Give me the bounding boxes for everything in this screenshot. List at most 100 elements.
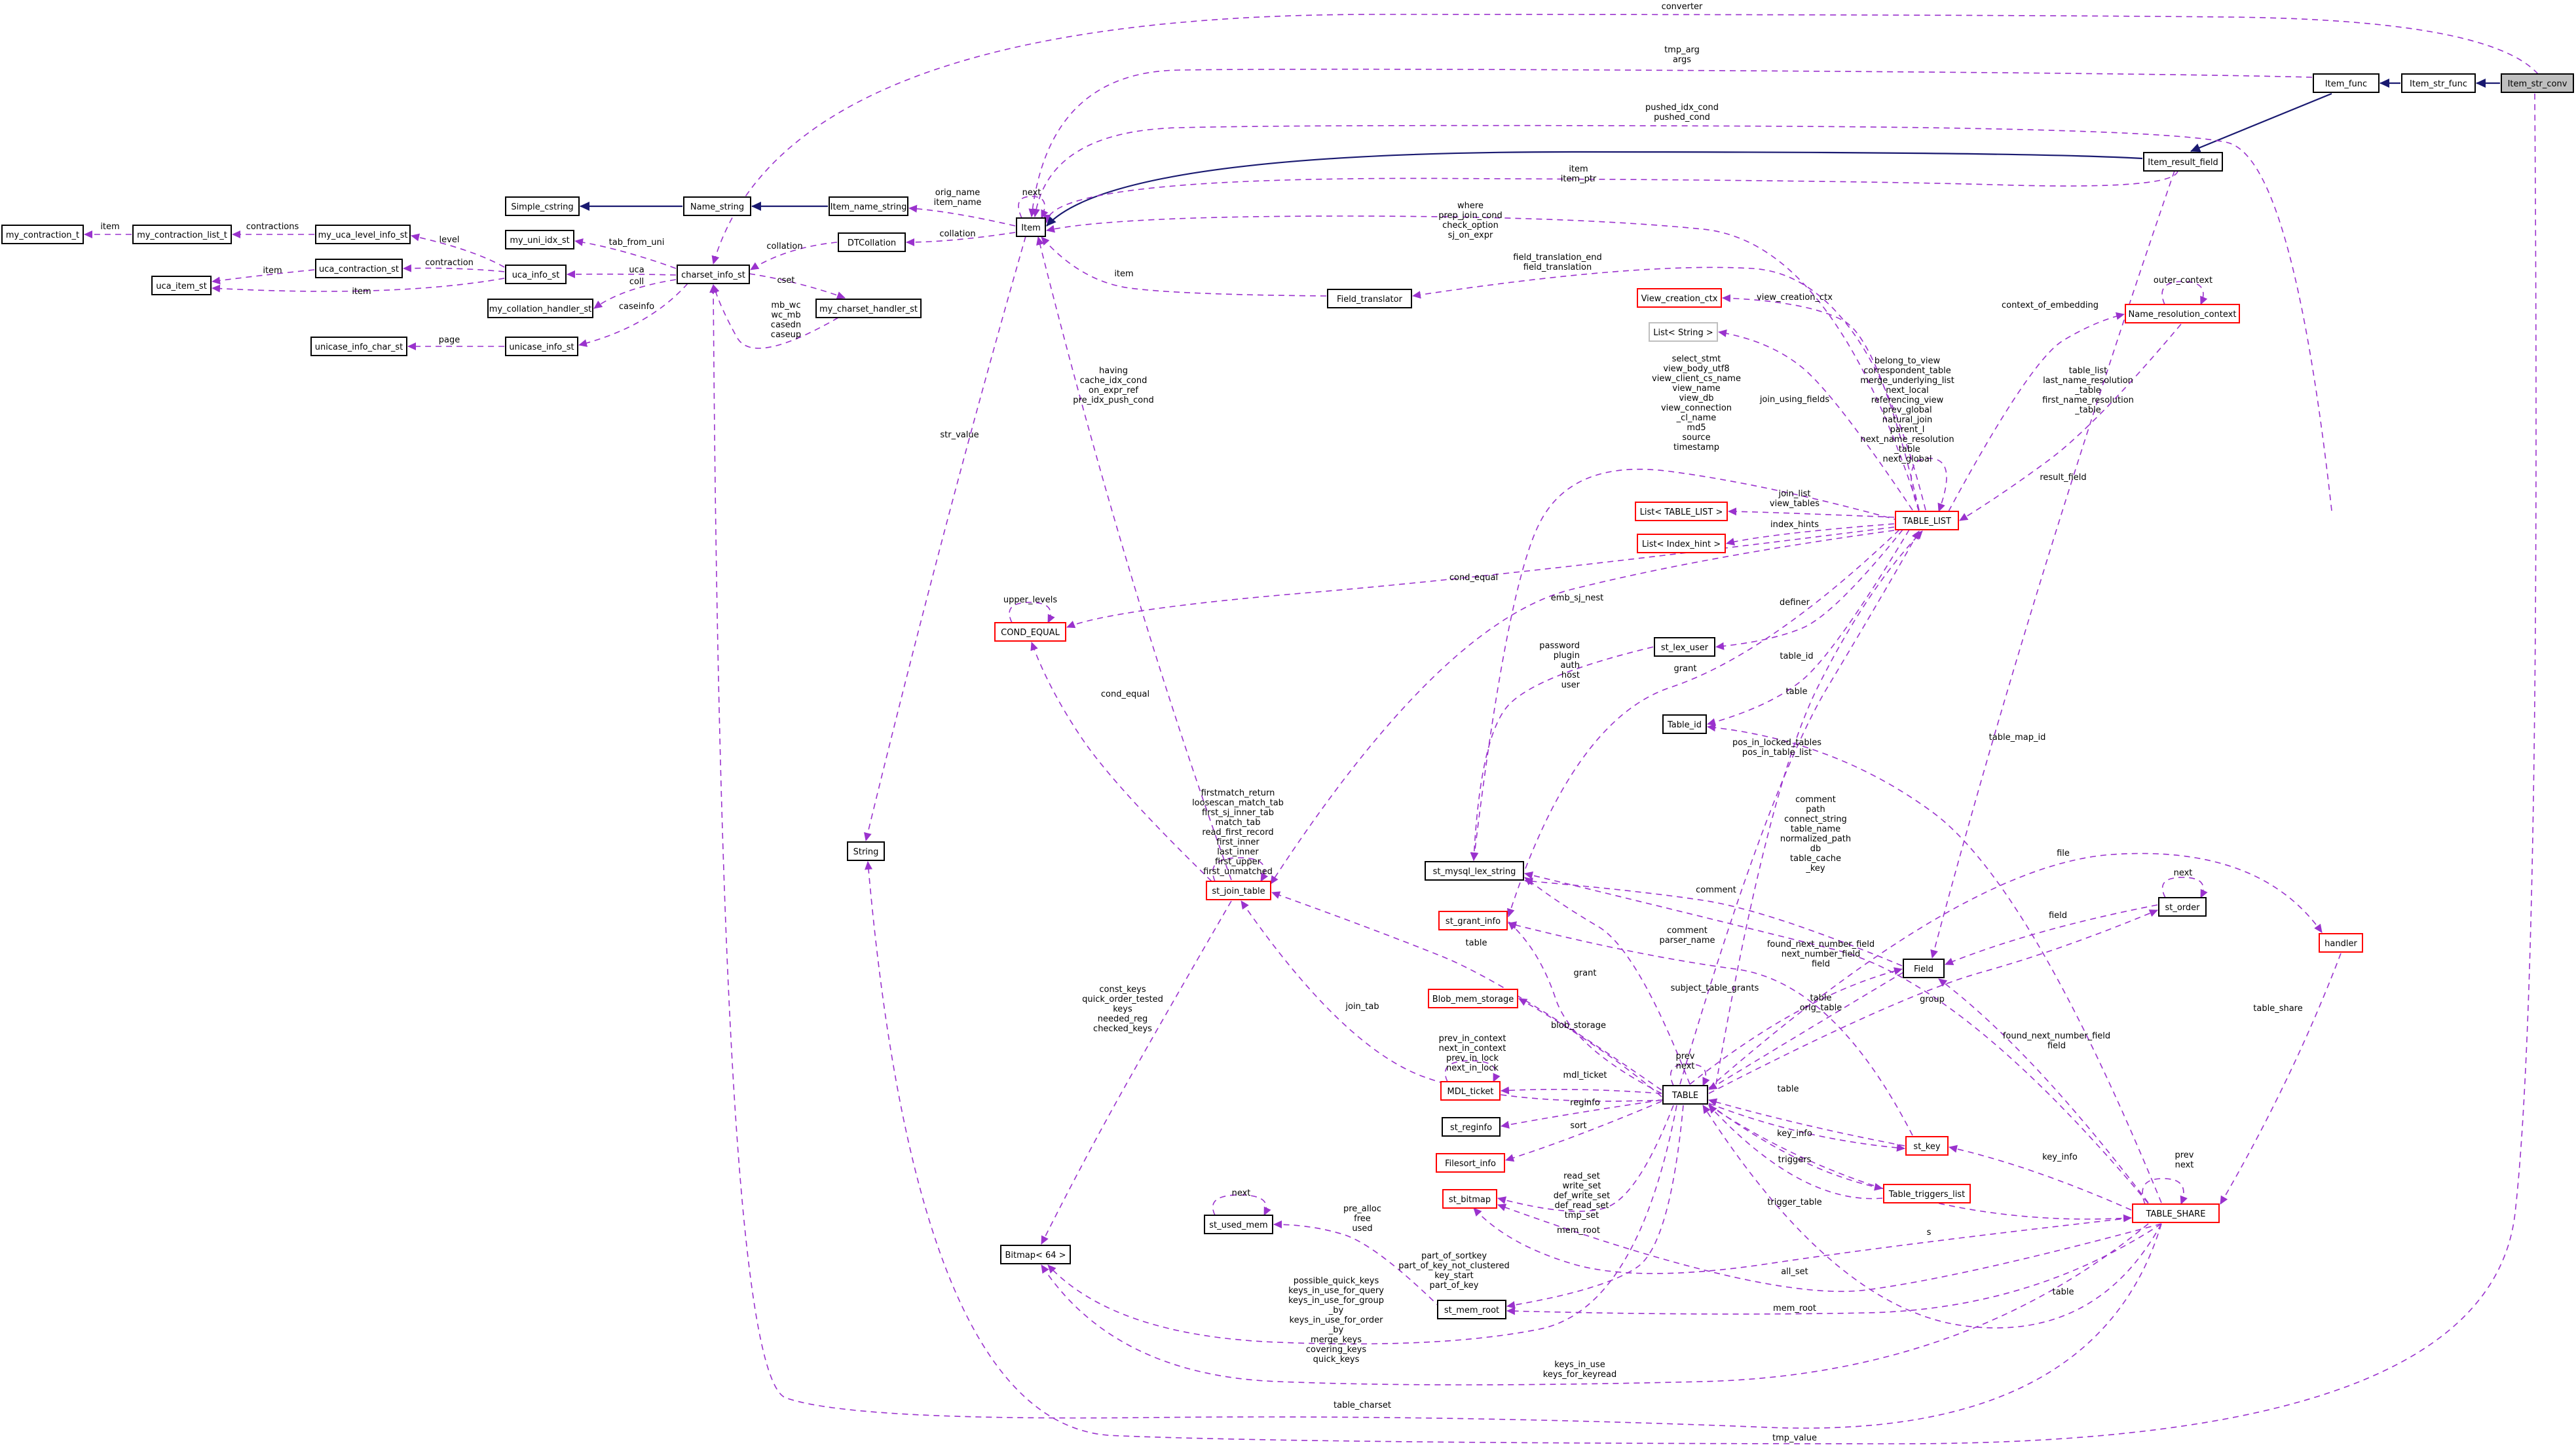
class-box xyxy=(1635,502,1728,521)
class-node-st-mem-root[interactable]: st_mem_root xyxy=(1437,1300,1506,1319)
class-node-table-id[interactable]: Table_id xyxy=(1662,714,1707,734)
class-node-my-charset-handler-st[interactable]: my_charset_handler_st xyxy=(815,299,922,318)
edge-label-all-set: all_set xyxy=(1781,1267,1808,1277)
class-node-st-order[interactable]: st_order xyxy=(2158,897,2207,917)
usage-edge-coll xyxy=(593,279,677,309)
class-node-item-func[interactable]: Item_func xyxy=(2313,73,2380,93)
class-node-my-contraction-t[interactable]: my_contraction_t xyxy=(1,225,84,244)
class-node-my-uca-level-info-st[interactable]: my_uca_level_info_st xyxy=(315,225,411,244)
class-label: st_used_mem xyxy=(1209,1220,1267,1230)
class-box xyxy=(1428,989,1518,1008)
edge-label-cset: cset xyxy=(777,276,794,285)
class-node-st-mysql-lex-string[interactable]: st_mysql_lex_string xyxy=(1425,861,1524,881)
usage-edge-key-info-t xyxy=(1708,1103,1905,1152)
class-node-cond-equal[interactable]: COND_EQUAL xyxy=(994,622,1066,642)
edge-label-cond-equal-jt: cond_equal xyxy=(1101,689,1149,699)
class-label: st_grant_info xyxy=(1446,917,1501,926)
class-node-st-key[interactable]: st_key xyxy=(1905,1136,1949,1156)
class-node-st-bitmap[interactable]: st_bitmap xyxy=(1442,1189,1497,1209)
class-label: Bitmap< 64 > xyxy=(1005,1251,1066,1260)
class-node-list-table-list[interactable]: List< TABLE_LIST > xyxy=(1635,502,1728,521)
class-node-st-reginfo[interactable]: st_reginfo xyxy=(1442,1117,1501,1137)
class-node-simple-cstring[interactable]: Simple_cstring xyxy=(505,196,580,216)
class-node-bitmap-64[interactable]: Bitmap< 64 > xyxy=(1000,1245,1071,1264)
class-node-table-triggers-list[interactable]: Table_triggers_list xyxy=(1883,1184,1971,1203)
class-box xyxy=(1,225,84,244)
usage-edge-mem-root-t xyxy=(1506,1105,1684,1309)
edge-label-mem-root-s: mem_root xyxy=(1773,1304,1816,1313)
class-node-uca-info-st[interactable]: uca_info_st xyxy=(505,265,567,284)
class-node-unicase-info-st[interactable]: unicase_info_st xyxy=(505,337,578,356)
class-node-dtcollation[interactable]: DTCollation xyxy=(838,232,906,252)
class-node-list-string[interactable]: List< String > xyxy=(1649,322,1718,342)
edge-label-level: level xyxy=(439,235,460,245)
class-box xyxy=(1662,1085,1708,1105)
class-node-item-result-field[interactable]: Item_result_field xyxy=(2143,152,2223,172)
usage-edge-read-set xyxy=(1497,1105,1674,1212)
class-label: COND_EQUAL xyxy=(1001,628,1060,638)
class-node-name-string[interactable]: Name_string xyxy=(683,196,751,216)
usage-edge-table-s xyxy=(1702,1105,2162,1329)
class-node-field[interactable]: Field xyxy=(1903,959,1945,978)
usage-edge-grant-table xyxy=(1508,921,1662,1094)
class-node-uca-contraction-st[interactable]: uca_contraction_st xyxy=(315,259,403,278)
usage-edge-upper-levels xyxy=(1009,602,1055,623)
class-label: st_order xyxy=(2165,903,2200,913)
class-node-st-grant-info[interactable]: st_grant_info xyxy=(1438,911,1508,930)
class-box xyxy=(1425,861,1524,881)
class-label: st_join_table xyxy=(1212,887,1265,896)
class-label: Blob_mem_storage xyxy=(1432,995,1514,1004)
class-node-item-str-conv[interactable]: Item_str_conv xyxy=(2501,73,2574,93)
class-node-item-str-func[interactable]: Item_str_func xyxy=(2401,73,2476,93)
class-label: Table_id xyxy=(1667,720,1702,730)
class-node-blob-mem-storage[interactable]: Blob_mem_storage xyxy=(1428,989,1518,1008)
usage-edge-tab-from-uni xyxy=(574,238,677,269)
class-node-st-lex-user[interactable]: st_lex_user xyxy=(1654,637,1715,657)
class-node-string[interactable]: String xyxy=(847,841,885,861)
class-label: unicase_info_char_st xyxy=(315,342,403,352)
edge-label-caseinfo: caseinfo xyxy=(619,302,654,312)
class-node-handler[interactable]: handler xyxy=(2319,933,2363,953)
class-node-st-join-table[interactable]: st_join_table xyxy=(1206,881,1271,900)
edge-label-table-share-h: table_share xyxy=(2253,1004,2302,1014)
class-node-my-collation-handler-st[interactable]: my_collation_handler_st xyxy=(487,299,593,318)
class-node-unicase-info-char-st[interactable]: unicase_info_char_st xyxy=(310,337,407,356)
class-node-charset-info-st[interactable]: charset_info_st xyxy=(677,265,750,284)
class-node-table-share[interactable]: TABLE_SHARE xyxy=(2132,1203,2220,1223)
class-label: Item_result_field xyxy=(2148,158,2218,168)
class-node-mdl-ticket[interactable]: MDL_ticket xyxy=(1440,1081,1501,1101)
edge-label-grant-table: grant xyxy=(1574,968,1597,978)
class-node-field-translator[interactable]: Field_translator xyxy=(1327,289,1412,308)
class-node-view-creation-ctx[interactable]: View_creation_ctx xyxy=(1637,288,1722,308)
class-node-uca-item-st[interactable]: uca_item_st xyxy=(151,276,212,295)
class-node-item-name-string[interactable]: Item_name_string xyxy=(829,196,908,216)
class-label: TABLE_LIST xyxy=(1902,517,1951,526)
class-node-name-resolution-context[interactable]: Name_resolution_context xyxy=(2125,304,2240,323)
usage-edge-file xyxy=(1708,853,2323,1089)
edge-label-trigger-table: trigger_table xyxy=(1767,1198,1821,1207)
usage-edge-field-translation xyxy=(1412,266,1926,511)
class-node-list-index-hint[interactable]: List< Index_hint > xyxy=(1637,534,1726,553)
edge-label-uca: uca xyxy=(629,265,644,275)
usage-edge-possible-keys xyxy=(1047,1105,1677,1345)
edge-label-item-uca: item xyxy=(352,287,371,297)
class-node-st-used-mem[interactable]: st_used_mem xyxy=(1204,1215,1273,1234)
class-node-my-contraction-list-t[interactable]: my_contraction_list_t xyxy=(132,225,232,244)
class-node-table-list[interactable]: TABLE_LIST xyxy=(1895,511,1959,530)
usage-edge-triggers xyxy=(1708,1103,1883,1191)
edge-label-contraction: contraction xyxy=(425,258,474,268)
class-node-filesort-info[interactable]: Filesort_info xyxy=(1436,1153,1505,1173)
class-node-table[interactable]: TABLE xyxy=(1662,1085,1708,1105)
class-node-my-uni-idx-st[interactable]: my_uni_idx_st xyxy=(505,230,574,249)
class-node-item[interactable]: Item xyxy=(1016,217,1046,237)
class-box xyxy=(2132,1203,2220,1223)
usage-edge-collation-item xyxy=(906,232,1016,246)
